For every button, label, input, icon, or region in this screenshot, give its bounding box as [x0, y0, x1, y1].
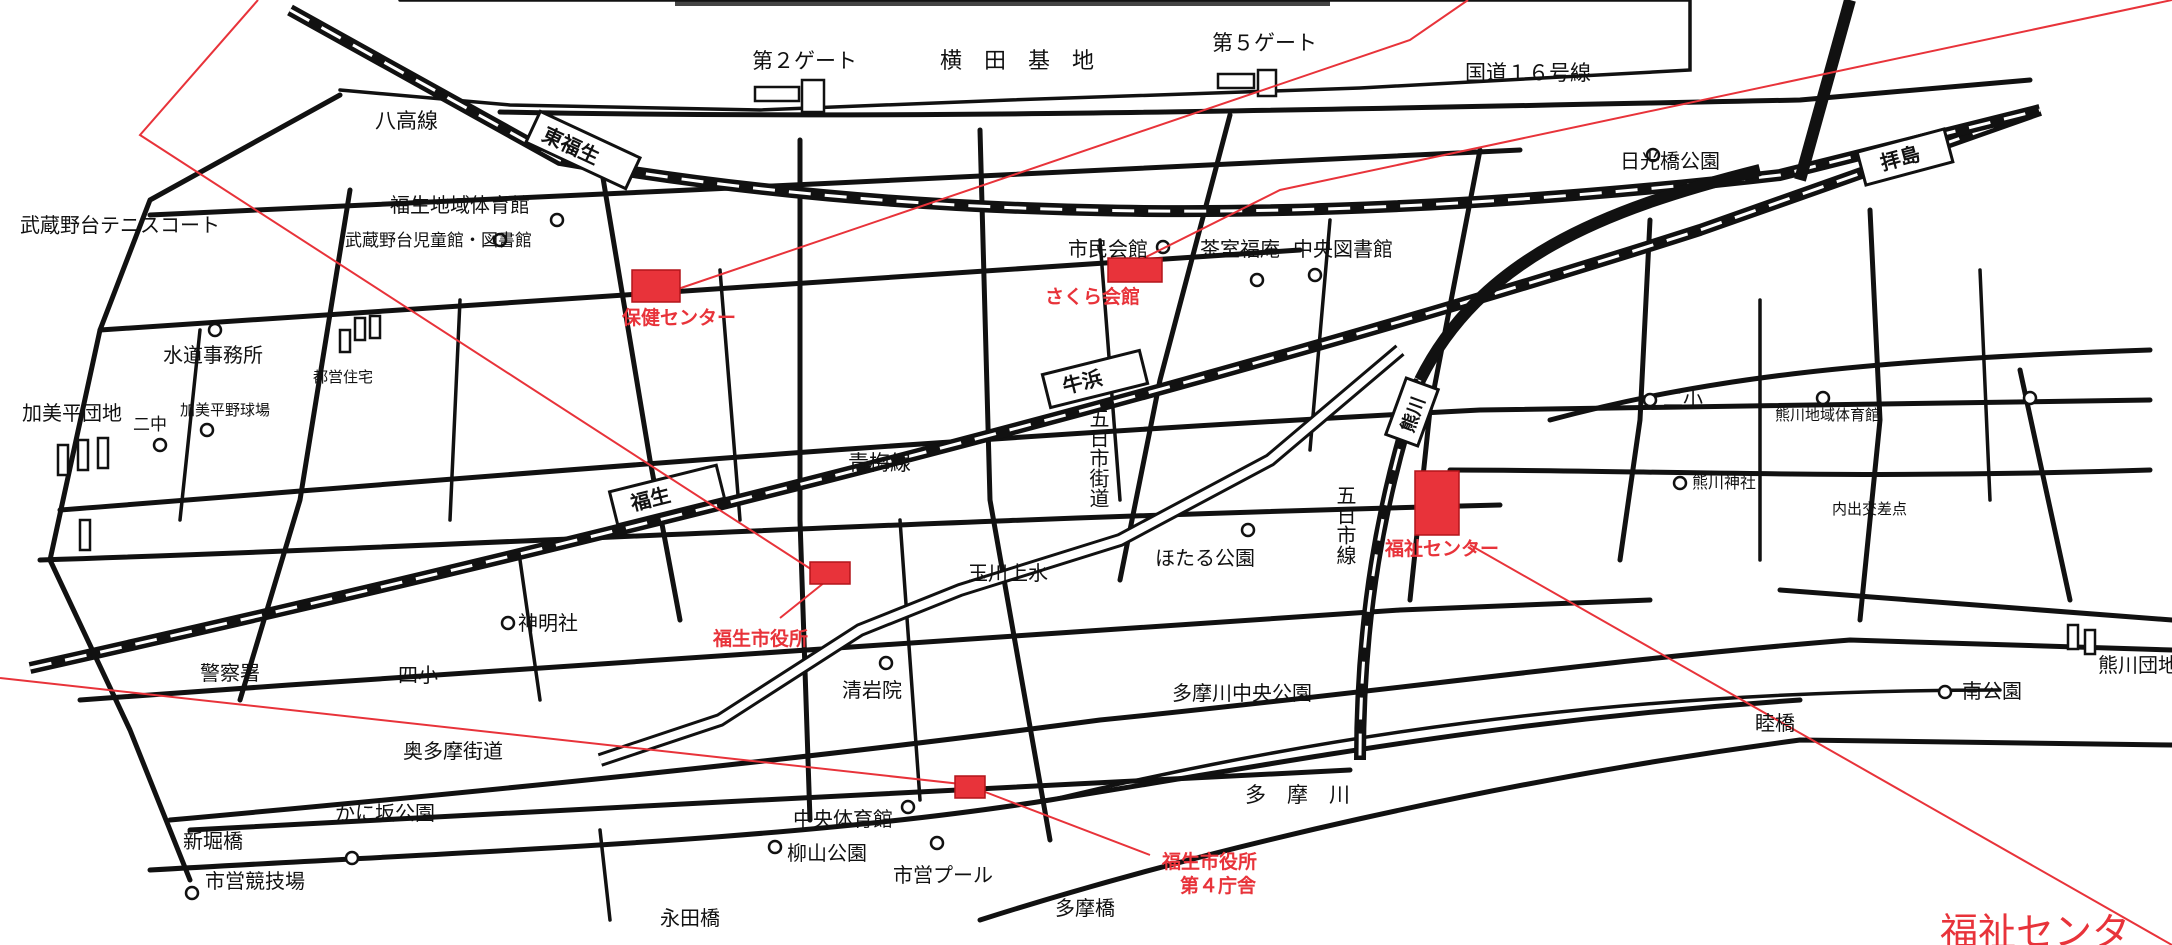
- label-city-hall: 福生市役所: [712, 627, 808, 650]
- label-chuo-library: 中央図書館: [1293, 237, 1393, 261]
- label-chuo-gym: 中央体育館: [793, 807, 893, 831]
- tama-river: [147, 637, 2172, 923]
- label-minami-park: 南公園: [1962, 679, 2022, 703]
- label-tamagawa: 多 摩 川: [1245, 783, 1350, 807]
- label-tennis: 武蔵野台テニスコート: [20, 213, 220, 237]
- facility-labels: 保健センター さくら会館 福生市役所 福祉センター 福生市役所 第４庁舎 福祉セ…: [621, 285, 2130, 945]
- label-yonsho: 四小: [398, 663, 438, 687]
- label-route16: 国道１６号線: [1465, 61, 1591, 85]
- label-nichu: 二中: [133, 415, 167, 435]
- station-badges: [523, 109, 1955, 527]
- poi-markers: [152, 147, 2038, 901]
- label-keisatsu: 警察署: [200, 661, 260, 685]
- label-hoken-center: 保健センター: [621, 306, 736, 329]
- label-ome-line: 青梅線: [848, 451, 911, 475]
- photo-strip: [675, 0, 1330, 6]
- label-shiei-pool: 市営プール: [893, 863, 993, 887]
- sakura-kaikan-box: [1107, 257, 1163, 283]
- city-hall-4-box: [954, 775, 986, 799]
- label-shimin-kaikan: 市民会館: [1068, 237, 1148, 261]
- label-yanagiyama-park: 柳山公園: [787, 841, 867, 865]
- city-hall-box: [809, 561, 851, 585]
- label-gate5: 第５ゲート: [1212, 31, 1317, 55]
- label-gate2: 第２ゲート: [752, 49, 857, 73]
- label-kamidaira-field: 加美平野球場: [180, 401, 270, 419]
- label-nagatabashi: 永田橋: [660, 906, 720, 930]
- facility-boxes: [631, 257, 1460, 799]
- label-itsukaichi-line: 五日市線: [1333, 485, 1357, 565]
- label-toei: 都営住宅: [313, 368, 373, 386]
- label-keigi-jo: 市営競技場: [205, 869, 305, 893]
- label-hotaru-park: ほたる公園: [1155, 546, 1255, 570]
- label-city-hall-4: 福生市役所: [1161, 850, 1257, 873]
- label-kamidaira-danchi: 加美平団地: [22, 401, 122, 425]
- label-yokota: 横 田 基 地: [940, 49, 1094, 74]
- label-edge-fukushi: 福祉センタ: [1940, 910, 2130, 945]
- label-chashitsu: 茶室福庵: [1200, 237, 1280, 261]
- label-nisho: 二小: [1663, 387, 1703, 411]
- label-tamabashi: 多摩橋: [1055, 896, 1115, 920]
- label-shinbori-bashi: 新堀橋: [183, 829, 243, 853]
- label-city-hall-4b: 第４庁舎: [1180, 874, 1257, 897]
- label-shinmeisha: 神明社: [518, 611, 578, 635]
- label-tamagawa-josui: 玉川上水: [968, 561, 1048, 585]
- label-musashinodai-library: 武蔵野台児童館・図書館: [345, 231, 532, 251]
- map-labels: 第２ゲート 横 田 基 地 第５ゲート 国道１６号線 八高線 東福生 拝島 日光…: [20, 31, 2172, 930]
- label-itsukaichi-kaido: 五日市街道: [1086, 408, 1110, 508]
- label-uchide: 内出交差点: [1832, 500, 1907, 518]
- fukushi-center-box: [1414, 470, 1460, 536]
- label-kumagawa-gym: 熊川地域体育館: [1775, 406, 1880, 424]
- base-boundary: [338, 0, 1692, 112]
- label-kanisaka-park: かに坂公園: [335, 801, 435, 825]
- label-fussa-gym: 福生地域体育館: [390, 193, 530, 217]
- label-kumagawa-shrine: 熊川神社: [1692, 473, 1756, 492]
- tamagawa-josui-canal: [597, 344, 1405, 767]
- label-hachiko: 八高線: [375, 109, 438, 133]
- label-okutama-kaido: 奥多摩街道: [403, 739, 503, 763]
- label-kumagawa-danchi: 熊川団地: [2098, 653, 2172, 677]
- label-nikkobashi-park: 日光橋公園: [1620, 149, 1720, 173]
- label-suido: 水道事務所: [163, 343, 263, 367]
- label-fukushi-center: 福祉センター: [1384, 537, 1499, 560]
- label-tama-chuo-park: 多摩川中央公園: [1172, 681, 1312, 705]
- label-mutsumi-bashi: 睦橋: [1755, 711, 1795, 735]
- vertical-labels: 五日市街道 五日市線: [1086, 408, 1357, 565]
- label-seiganin: 清岩院: [842, 678, 902, 702]
- label-sakura-kaikan: さくら会館: [1045, 285, 1140, 308]
- railway-lines: [28, 0, 2042, 761]
- housing-icons: [56, 314, 2097, 656]
- hoken-center-box: [631, 269, 681, 303]
